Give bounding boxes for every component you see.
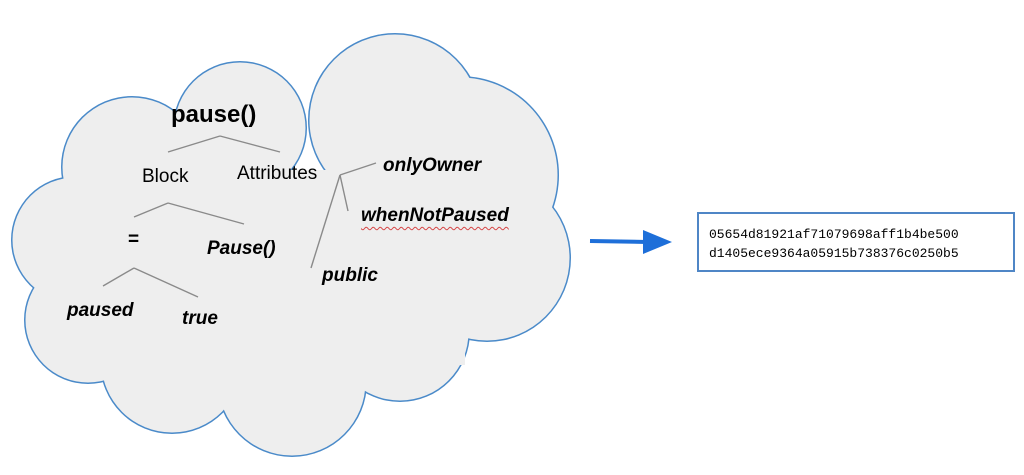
edge-attr-public [310, 174, 341, 269]
edge-block-pause-call [167, 202, 245, 225]
node-true: true [182, 308, 218, 329]
arrow-head [643, 230, 672, 254]
arrow [589, 230, 672, 254]
node-assign-op: = [128, 229, 140, 250]
node-pause-call: Pause() [207, 238, 276, 259]
node-paused: paused [67, 300, 134, 321]
node-block: Block [142, 166, 189, 187]
edge-block-assign [133, 202, 169, 218]
edge-root-block [167, 135, 221, 153]
hash-line-1: 05654d81921af71079698aff1b4be500 [709, 227, 959, 242]
node-public: public [322, 265, 378, 286]
edge-assign-true [133, 267, 199, 298]
tree-edges [102, 135, 377, 298]
edge-root-attributes [219, 135, 281, 153]
node-attributes: Attributes [237, 163, 318, 184]
edge-assign-paused [102, 267, 135, 287]
edge-attr-onlyowner [339, 162, 377, 176]
arrow-shaft [589, 239, 649, 244]
node-root: pause() [171, 101, 257, 128]
cloud-shape [11, 33, 571, 457]
hash-output-box: 05654d81921af71079698aff1b4be500 d1405ec… [697, 212, 1015, 272]
node-when-not-paused: whenNotPaused [361, 205, 509, 226]
edge-attr-whennotpaused [339, 174, 349, 212]
node-only-owner: onlyOwner [383, 155, 482, 176]
hash-line-2: d1405ece9364a05915b738376c0250b5 [709, 246, 959, 261]
